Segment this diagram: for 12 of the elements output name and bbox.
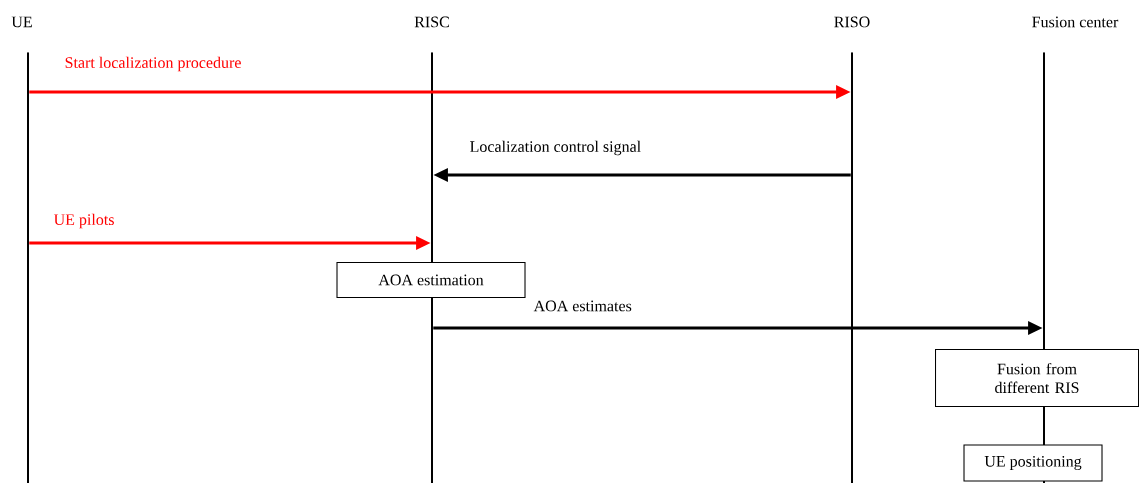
edge-label: AOA estimates: [533, 300, 632, 312]
edge-label: Start localization procedure: [65, 56, 241, 72]
process-box: Fusion from different RIS: [934, 348, 1139, 408]
node-label: Fusion from different RIS: [995, 362, 1079, 394]
lifeline-heading: RISC: [414, 16, 449, 28]
lifeline-heading: Fusion center: [1032, 16, 1119, 28]
process-box: UE positioning: [963, 444, 1103, 482]
lifeline-heading: RISO: [834, 16, 870, 28]
lifeline-heading: UE: [11, 16, 32, 28]
edge-label: UE pilots: [53, 213, 114, 229]
process-box: AOA estimation: [336, 261, 526, 299]
edge-label: Localization control signal: [470, 140, 641, 156]
